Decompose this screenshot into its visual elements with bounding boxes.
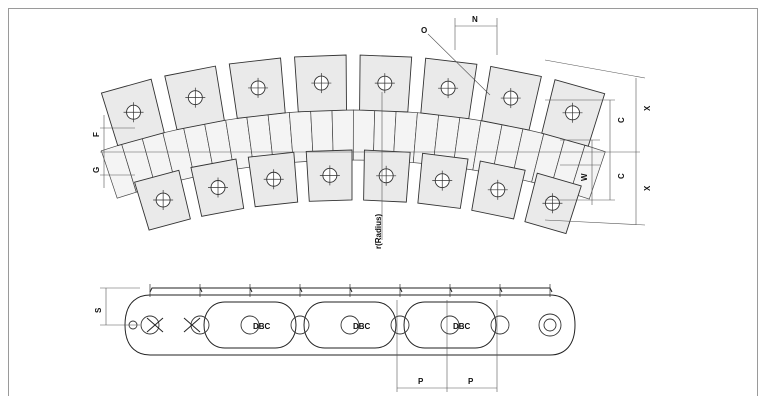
side-pin-1 <box>140 315 160 335</box>
dbc-label-1: DBC <box>253 322 271 331</box>
g-label: G <box>92 167 101 173</box>
upper-plate-1 <box>100 78 165 147</box>
s-label: S <box>94 307 103 313</box>
top-plate-edges <box>149 287 553 293</box>
drawing-frame <box>8 8 758 396</box>
p-label-2: P <box>468 377 474 386</box>
upper-plates <box>100 54 606 147</box>
side-link-1 <box>203 301 297 349</box>
upper-plate-4 <box>294 54 347 113</box>
upper-plate-5 <box>359 54 413 113</box>
side-links: DBC DBC DBC <box>128 284 562 349</box>
side-link-2 <box>303 301 397 349</box>
upper-plate-6 <box>420 57 478 120</box>
lower-plate-1 <box>134 169 191 231</box>
end-roller-inner <box>543 318 557 332</box>
o-label: O <box>421 26 427 35</box>
upper-plate-8 <box>541 79 606 147</box>
f-label: F <box>92 132 101 137</box>
x-ext-top <box>544 59 646 79</box>
lower-plate-3 <box>247 151 299 208</box>
side-view-chain: DBC DBC DBC S P P <box>94 284 576 392</box>
x-ext-bottom <box>544 219 646 226</box>
lower-plate-6 <box>417 152 469 209</box>
upper-plate-2 <box>164 65 225 131</box>
o-leader-line <box>427 33 491 96</box>
lower-plate-4 <box>305 149 353 202</box>
upper-plate-3 <box>228 57 286 119</box>
chain-body <box>100 109 606 200</box>
side-pin-3 <box>240 315 260 335</box>
side-pin-2 <box>190 315 210 335</box>
cross-mark-1 <box>146 317 164 333</box>
cross-mark-2 <box>183 317 201 333</box>
x-label-bottom: X <box>643 185 652 191</box>
w-label: W <box>580 173 589 181</box>
radius-label: r(Radius) <box>374 214 383 249</box>
side-pin-6 <box>390 315 410 335</box>
side-pin-7 <box>440 315 460 335</box>
lower-plate-7 <box>471 160 526 220</box>
side-link-3 <box>403 301 497 349</box>
x-label-top: X <box>643 105 652 111</box>
p-label-1: P <box>418 377 424 386</box>
lower-plate-5 <box>363 149 411 203</box>
dbc-label-2: DBC <box>353 322 371 331</box>
dbc-label-3: DBC <box>453 322 471 331</box>
chain-outline <box>124 294 576 356</box>
n-label: N <box>472 15 478 24</box>
side-pin-5 <box>340 315 360 335</box>
c-label-bottom: C <box>617 173 626 179</box>
lower-plate-2 <box>190 158 245 217</box>
side-pin-4 <box>290 315 310 335</box>
upper-plate-7 <box>481 65 542 131</box>
side-pin-8 <box>490 315 510 335</box>
top-view-curved-chain: F G X C C X W N O r(Radius) <box>92 15 652 249</box>
c-label-top: C <box>617 117 626 123</box>
